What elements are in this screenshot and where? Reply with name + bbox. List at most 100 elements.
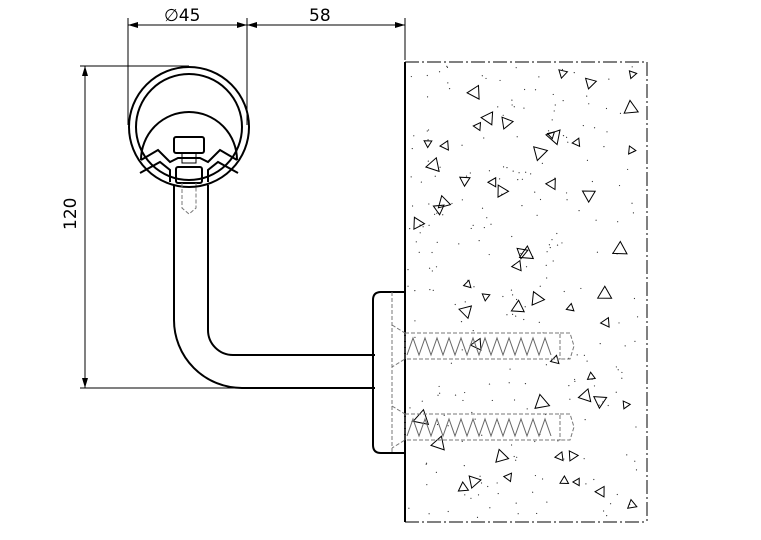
hatch-dot [427, 160, 429, 162]
wall-flange [372, 291, 405, 454]
hatch-dot [443, 414, 445, 416]
hatch-dot [414, 336, 416, 338]
hatch-aggregate [495, 448, 510, 463]
hatch-dot [438, 71, 441, 73]
hatch-aggregate [612, 240, 628, 255]
hatch-dot [561, 242, 563, 244]
hatch-dot [548, 244, 551, 246]
hatch-dot [632, 212, 635, 214]
hatch-dot [515, 502, 517, 504]
hatch-dot [584, 419, 586, 421]
hatch-dot [479, 475, 481, 477]
hatch-dot [450, 362, 453, 364]
hatch-dot [602, 510, 605, 512]
screw [391, 405, 575, 449]
hatch-dot [461, 440, 463, 443]
concrete-wall [404, 61, 648, 523]
height-label: 120 [61, 198, 81, 230]
hatch-dot [621, 377, 623, 379]
hatch-aggregate [544, 177, 556, 191]
hatch-dot [480, 482, 483, 484]
hatch-dot [513, 399, 516, 401]
hatch-dot [619, 112, 622, 114]
hatch-dot [488, 383, 491, 385]
hatch-dot [428, 267, 431, 269]
hatch-aggregate [599, 316, 610, 328]
hatch-dot [616, 493, 618, 496]
hatch-aggregate [469, 337, 482, 351]
hatch-dot [538, 321, 540, 323]
hatch-dot [488, 170, 491, 172]
hatch-dot [408, 507, 410, 509]
hatch-dot [516, 136, 518, 138]
hatch-dot [409, 228, 411, 230]
hatch-aggregate [518, 245, 535, 260]
hatch-dot [407, 269, 409, 271]
hatch-dot [634, 340, 636, 342]
hatch-aggregate [581, 190, 597, 204]
hatch-aggregate [437, 194, 452, 209]
hatch-dot [565, 136, 568, 139]
hatch-aggregate [472, 121, 482, 132]
hatch-dot [591, 180, 593, 183]
hatch-dot [553, 110, 555, 112]
hatch-dot [410, 176, 412, 178]
hatch-aggregate [423, 140, 433, 149]
hatch-dot [411, 205, 414, 207]
hatch-dot [586, 159, 589, 161]
hatch-dot [488, 253, 490, 256]
hatch-dot [414, 290, 416, 292]
hatch-dot [561, 68, 564, 71]
hatch-dot [464, 301, 466, 303]
hatch-dot [427, 139, 429, 141]
hatch-dot [551, 239, 553, 241]
hatch-dot [448, 88, 451, 90]
hatch-dot [539, 285, 541, 287]
hatch-dot [536, 512, 538, 515]
hatch-dot [419, 232, 421, 234]
hatch-aggregate [412, 408, 430, 426]
hatch-dot [606, 131, 608, 133]
hatch-dot [432, 289, 434, 291]
hatch-aggregate [458, 305, 473, 320]
hatch-dot [510, 444, 513, 446]
hatch-dot [607, 404, 609, 407]
hatch-dot [547, 130, 550, 132]
hatch-dot [458, 243, 460, 245]
hatch-aggregate [497, 184, 510, 198]
hatch-dot [583, 458, 585, 460]
hatch-dot [585, 483, 587, 485]
hatch-dot [486, 217, 488, 219]
hatch-dot [478, 239, 480, 242]
hatch-dot [524, 306, 526, 308]
hatch-dot [446, 66, 449, 68]
hatch-dot [461, 349, 463, 351]
hatch-dot [414, 320, 416, 322]
hatch-dot [539, 198, 542, 201]
hatch-aggregate [532, 146, 549, 162]
hatch-dot [599, 343, 601, 345]
hatch-dot [481, 207, 484, 209]
hatch-dot [409, 407, 411, 409]
hatch-dot [615, 366, 617, 368]
hatch-dot [454, 394, 457, 396]
hatch-dot [635, 426, 637, 428]
hatch-dot [426, 484, 428, 486]
hatch-dot [435, 266, 438, 268]
hatch-dot [626, 454, 628, 456]
hatch-dot [487, 485, 489, 488]
hatch-dot [569, 398, 571, 400]
hatch-dot [517, 178, 519, 181]
hatch-dot [541, 162, 543, 164]
hatch-dot [545, 364, 547, 366]
hatch-dot [483, 137, 485, 139]
hatch-dot [536, 214, 538, 216]
hatch-dot [525, 171, 527, 173]
hatch-aggregate [510, 259, 522, 272]
hatch-dot [520, 252, 522, 255]
hatch-dot [593, 127, 596, 129]
hatch-dot [546, 251, 548, 253]
hatch-dot [515, 459, 517, 461]
hatch-dot [556, 244, 559, 246]
hatch-dot [573, 378, 576, 381]
